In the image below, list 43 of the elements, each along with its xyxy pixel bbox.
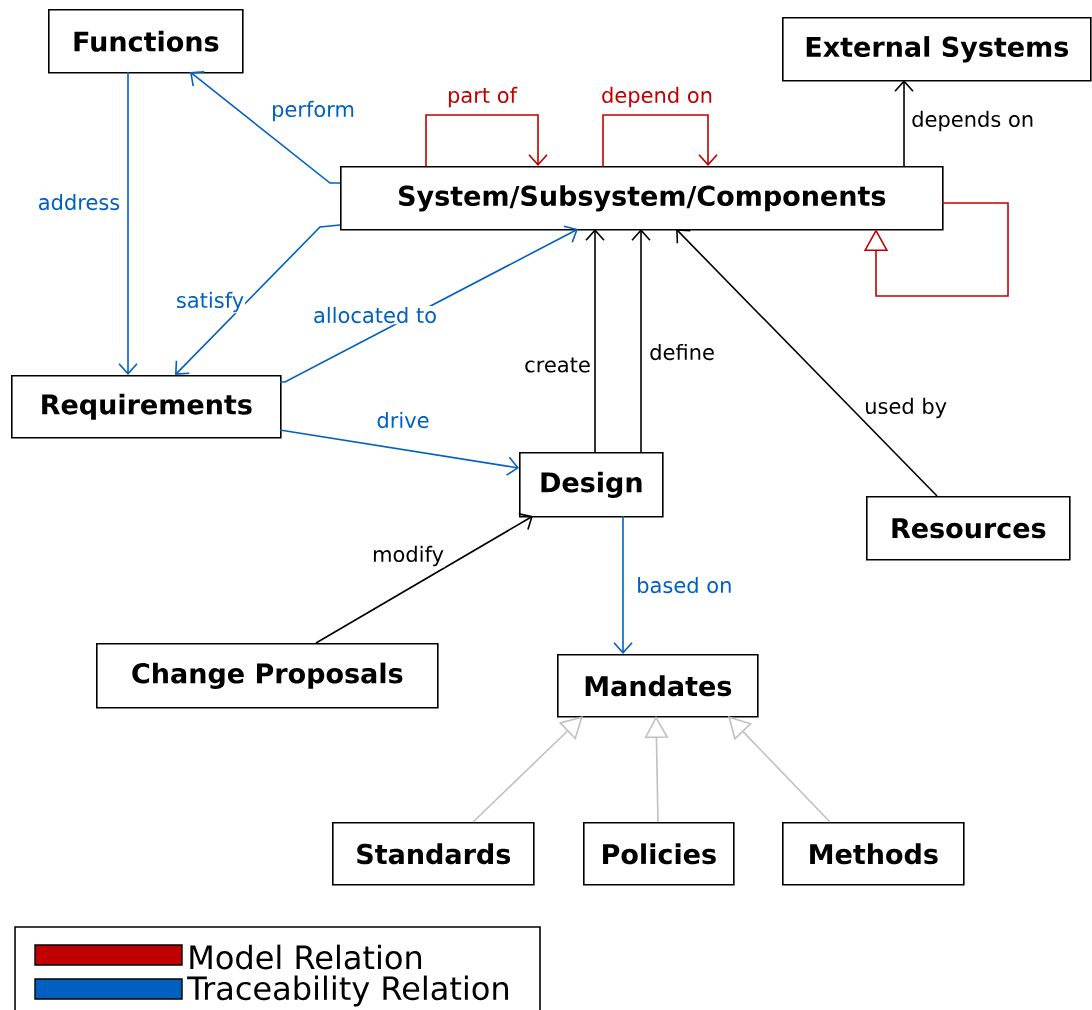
entity-box: Change Proposals bbox=[96, 643, 439, 709]
arrow bbox=[279, 429, 519, 476]
arrow bbox=[472, 716, 583, 823]
edge-label: allocated to bbox=[312, 305, 439, 325]
arrow bbox=[118, 71, 138, 375]
edge-label: define bbox=[648, 342, 716, 362]
arrow bbox=[279, 225, 578, 383]
entity-box: Resources bbox=[866, 496, 1071, 561]
arrow bbox=[190, 71, 341, 184]
arrow bbox=[631, 229, 651, 453]
arrow bbox=[613, 515, 633, 654]
entity-box: System/Subsystem/Components bbox=[340, 166, 944, 231]
edge-label: part of bbox=[446, 85, 518, 109]
entity-box: Standards bbox=[332, 822, 535, 886]
edge-label: drive bbox=[375, 410, 431, 430]
legend-label: Model Relation bbox=[190, 944, 422, 970]
arrow bbox=[425, 114, 548, 167]
entity-box: Methods bbox=[782, 822, 965, 886]
arrow bbox=[676, 229, 938, 497]
entity-box: Mandates bbox=[557, 654, 759, 718]
edge-label: perform bbox=[270, 99, 356, 123]
edge-label: depend on bbox=[600, 85, 714, 109]
arrow bbox=[863, 202, 1009, 297]
legend-label: Traceability Relation bbox=[187, 975, 508, 1007]
edge-label: based on bbox=[635, 575, 734, 595]
arrow bbox=[894, 80, 914, 167]
entity-box: Requirements bbox=[11, 375, 282, 439]
arrow bbox=[315, 513, 533, 644]
entity-box: External Systems bbox=[782, 17, 1092, 82]
edge-label: modify bbox=[371, 544, 445, 568]
arrow bbox=[175, 224, 341, 375]
arrow bbox=[644, 716, 669, 823]
edge-label: used by bbox=[863, 396, 949, 420]
edge-label: satisfy bbox=[174, 290, 246, 314]
entity-box: Design bbox=[519, 452, 664, 518]
entity-box: Functions bbox=[48, 9, 244, 74]
arrow bbox=[602, 114, 718, 167]
edge-label: create bbox=[523, 356, 592, 374]
arrow bbox=[585, 229, 605, 453]
arrow bbox=[728, 716, 831, 823]
entity-box: Policies bbox=[583, 822, 735, 886]
edge-label: depends on bbox=[910, 109, 1036, 133]
edge-label: address bbox=[36, 192, 122, 212]
